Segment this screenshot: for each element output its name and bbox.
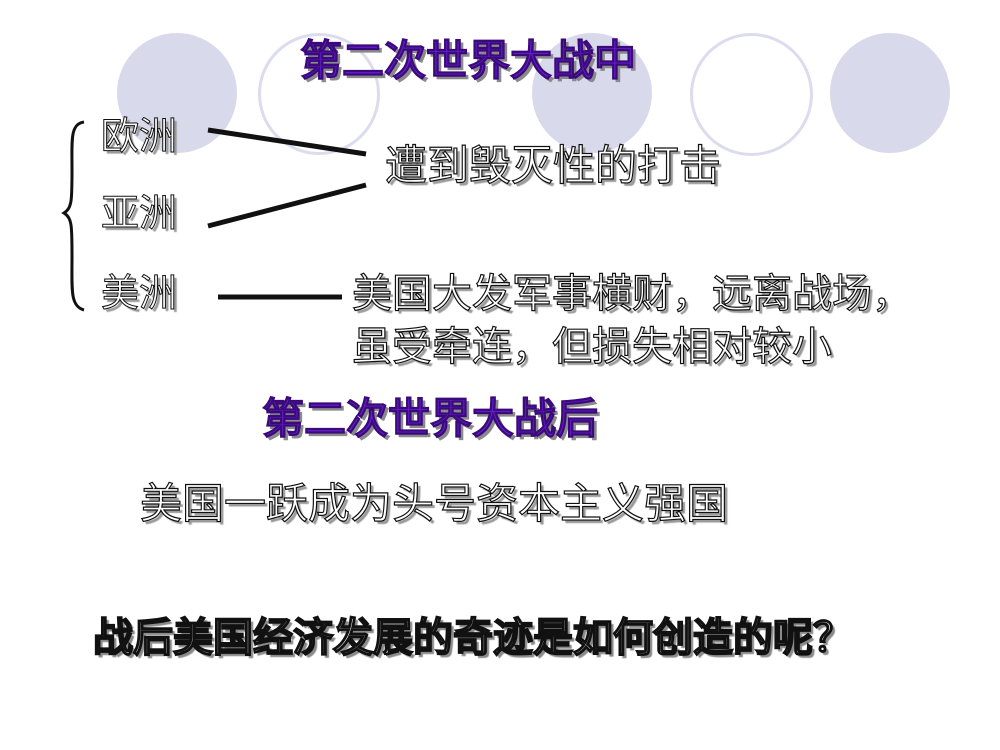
asia-connector-line [207, 182, 367, 229]
europe-connector-line [207, 127, 367, 157]
title-during-war: 第二次世界大战中 [299, 36, 637, 85]
america-result-line2: 虽受牵连，但损失相对较小 [351, 324, 832, 370]
continent-america: 美洲 [100, 271, 178, 315]
decor-ring-2 [258, 33, 380, 155]
decor-circle-5 [830, 33, 950, 153]
america-result-line1: 美国大发军事横财，远离战场， [351, 271, 912, 317]
continent-europe: 欧洲 [100, 114, 178, 158]
continent-asia: 亚洲 [100, 191, 178, 235]
europe-asia-result: 遭到毁灭性的打击 [384, 141, 722, 190]
brace-icon [61, 120, 85, 312]
question-text: 战后美国经济发展的奇迹是如何创造的呢？ [92, 615, 854, 661]
after-war-statement: 美国一跃成为头号资本主义强国 [139, 479, 729, 528]
decor-circle-3 [532, 33, 652, 153]
title-after-war: 第二次世界大战后 [261, 394, 599, 443]
decor-ring-4 [690, 33, 813, 156]
